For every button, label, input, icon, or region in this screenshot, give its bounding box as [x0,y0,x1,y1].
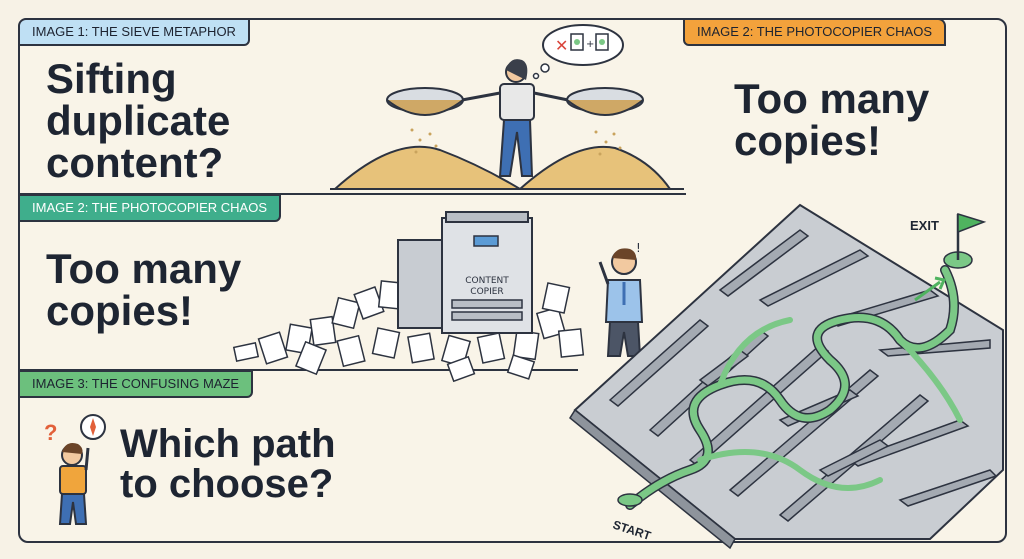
panel-2-headline: Too many copies! [734,78,929,162]
photocopier-icon: CONTENT COPIER [397,211,533,334]
sieve-icon [386,87,644,156]
copier-label-line-2: COPIER [470,287,503,297]
svg-text:!: ! [636,241,641,255]
photocopier-scene: CONTENT COPIER ! [232,211,644,383]
sand-pile-left [332,145,524,190]
panel-3-tag: IMAGE 2: THE PHOTOCOPIER CHAOS [18,194,282,222]
person-with-sieves [461,59,569,177]
maze-start-label: START [611,518,653,544]
paper-pile-icon [232,280,585,383]
copier-label-line-1: CONTENT [465,276,509,286]
thinking-kid: ? [44,414,106,525]
panel-1-headline-line-1: Sifting [46,55,177,102]
panel-4-headline-line-2: to choose? [120,462,334,506]
panel-3-headline-line-1: Too many [46,245,242,292]
divider-2 [18,369,578,371]
sieve-scene: ✕ + [330,24,684,190]
question-mark-icon: ? [44,420,57,445]
panel-2-tag: IMAGE 2: THE PHOTOCOPIER CHAOS [683,18,947,46]
sand-pile-right [517,145,672,190]
panel-4-headline-line-1: Which path [120,422,336,466]
panel-4-headline: Which path to choose? [120,424,336,504]
panel-3-headline: Too many copies! [46,248,241,332]
thought-bubble-icon: ✕ + [532,24,624,80]
panel-4-tag: IMAGE 3: THE CONFUSING MAZE [18,370,254,398]
maze-exit-label: EXIT [910,218,939,233]
flag-icon [914,212,987,302]
panel-1-tag: IMAGE 1: THE SIEVE METAPHOR [18,18,250,46]
panel-2-headline-line-2: copies! [734,117,882,164]
panel-2-headline-line-1: Too many [734,75,930,122]
panel-3-headline-line-2: copies! [46,287,194,334]
divider-1 [18,193,686,195]
compass-icon [80,414,106,440]
confused-man: ! [598,241,644,357]
panel-1-headline: Sifting duplicate content? [46,58,230,184]
svg-text:✕: ✕ [555,36,568,55]
panel-1-headline-line-2: duplicate [46,97,231,144]
svg-text:+: + [586,39,594,50]
maze-icon [569,203,1004,550]
panel-1-headline-line-3: content? [46,139,224,186]
